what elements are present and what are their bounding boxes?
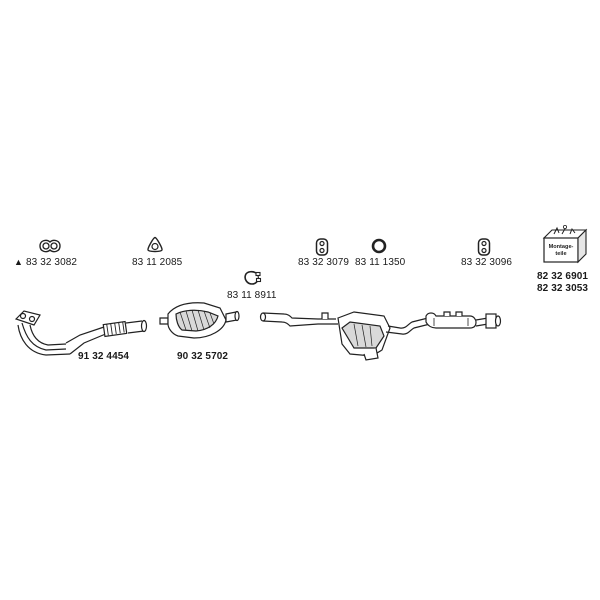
part-number-label: 82 32 3053 bbox=[537, 283, 589, 294]
rubber-hanger-icon bbox=[477, 238, 491, 256]
part-number-label: 91 32 4454 bbox=[78, 351, 130, 362]
part-number-label: ▲83 32 3082 bbox=[14, 257, 78, 268]
part-number-label: 83 11 8911 bbox=[227, 290, 277, 301]
clamp-icon bbox=[244, 270, 262, 285]
triangle-marker-icon: ▲ bbox=[14, 257, 24, 267]
part-number-label: 83 32 3096 bbox=[461, 257, 513, 268]
o-ring-icon bbox=[371, 238, 387, 254]
catalytic-converter-icon bbox=[159, 302, 240, 339]
part-number-label: 83 11 1350 bbox=[355, 257, 406, 268]
mounting-kit-box-icon: Montage- teile bbox=[542, 224, 588, 264]
part-number-label: 90 32 5702 bbox=[177, 351, 229, 362]
figure-eight-gasket-icon bbox=[39, 239, 61, 253]
part-number-label: 83 32 3079 bbox=[298, 257, 350, 268]
mounting-kit-label-line1: Montage- bbox=[549, 244, 574, 250]
mounting-kit-label-line2: teile bbox=[555, 251, 566, 257]
muffler-system-icon bbox=[259, 311, 502, 361]
rubber-hanger-icon bbox=[315, 238, 329, 256]
triangle-gasket-icon bbox=[147, 236, 163, 253]
front-pipe-icon bbox=[14, 310, 148, 356]
part-number-label: 82 32 6901 bbox=[537, 271, 589, 282]
part-number-label: 83 11 2085 bbox=[132, 257, 183, 268]
